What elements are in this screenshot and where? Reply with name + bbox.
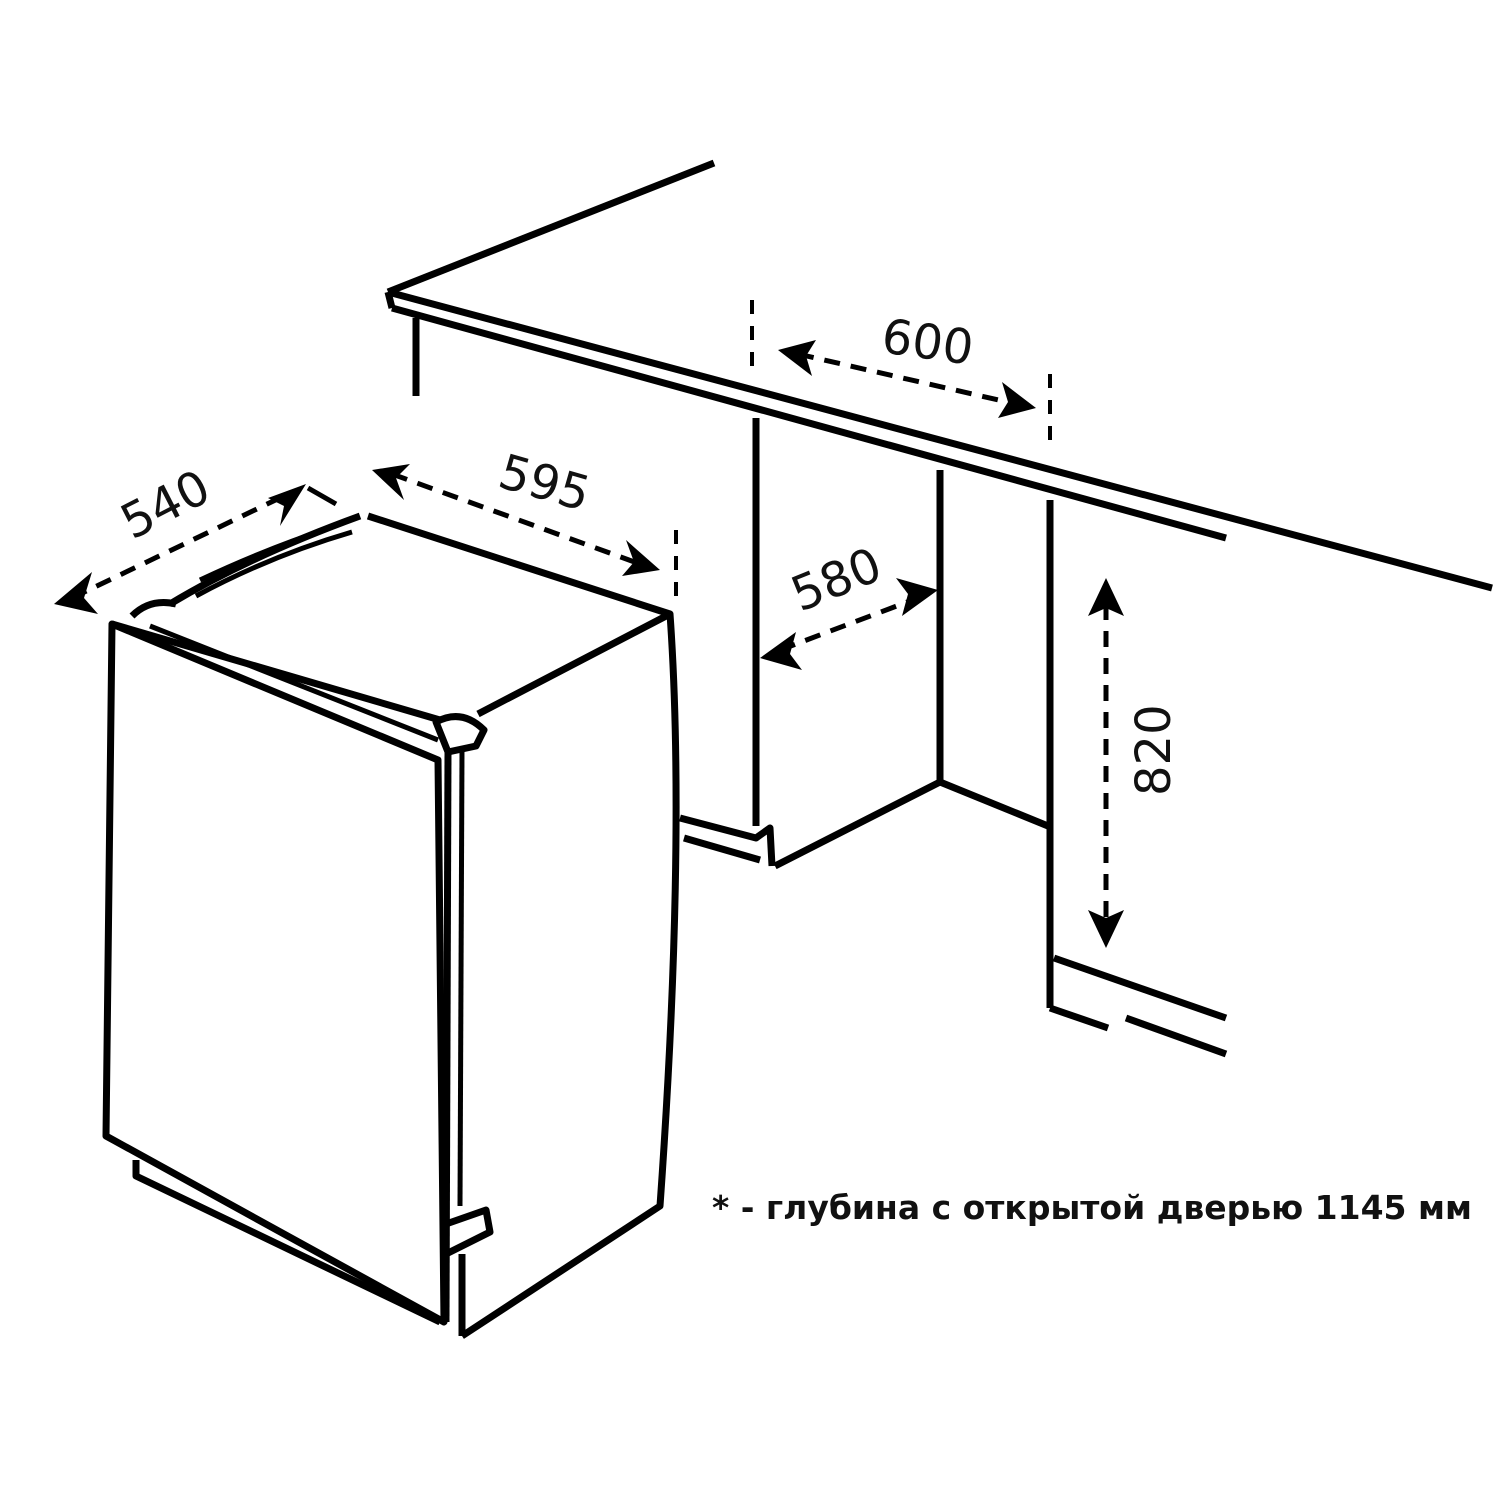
dimension-595: 595 bbox=[372, 444, 678, 606]
appliance-door bbox=[102, 620, 494, 1336]
footnote-open-door-depth: * - глубина с открытой дверью 1145 мм bbox=[712, 1188, 1472, 1227]
dimension-label-820: 820 bbox=[1126, 704, 1182, 796]
dimension-820: 820 bbox=[1088, 578, 1182, 948]
niche-cabinet bbox=[679, 418, 1228, 1058]
dimension-label-600: 600 bbox=[878, 308, 977, 376]
dimension-label-595: 595 bbox=[493, 444, 597, 523]
dimension-600: 600 bbox=[750, 300, 1052, 450]
dimension-580: 580 bbox=[760, 537, 938, 670]
worktop bbox=[384, 159, 1493, 592]
dimension-label-580: 580 bbox=[784, 537, 890, 623]
appliance-body bbox=[111, 512, 680, 1339]
